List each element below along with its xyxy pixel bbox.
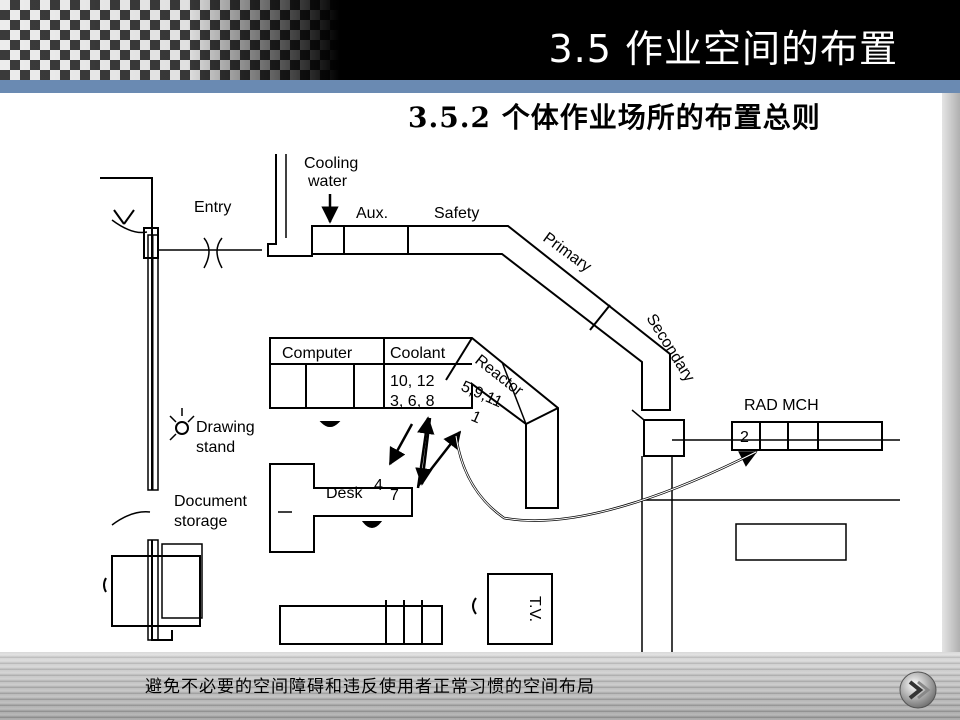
- chair-desk: [361, 521, 383, 528]
- flow-arrow-4: [415, 417, 433, 486]
- label-coolant: Coolant: [390, 345, 446, 362]
- label-entry: Entry: [194, 199, 231, 216]
- footer-caption: 避免不必要的空间障碍和违反使用者正常习惯的空间布局: [145, 677, 595, 697]
- right-partition: [641, 456, 673, 662]
- checker-fade: [0, 0, 340, 80]
- chair-central: [319, 421, 341, 427]
- header-bar: 3.5 作业空间的布置: [0, 0, 960, 80]
- label-aux: Aux.: [356, 205, 388, 222]
- central-console: [269, 337, 559, 509]
- footer-shade: [0, 652, 960, 720]
- wall-lower-left: [151, 540, 173, 641]
- wall-top-left: [100, 177, 153, 230]
- lamp-icon: [175, 421, 189, 435]
- label-stand: stand: [196, 439, 235, 456]
- cabinet: [111, 555, 201, 627]
- label-computer: Computer: [282, 345, 353, 362]
- label-tv: T.V.: [526, 596, 543, 622]
- accent-bar: [0, 80, 960, 93]
- footer-bar: [0, 652, 960, 720]
- door-swing-bottom: [111, 511, 151, 526]
- label-desk-number-4: 4: [374, 477, 383, 494]
- section-subtitle: 3.5.2 个体作业场所的布置总则: [408, 101, 821, 134]
- side-strip: [942, 93, 960, 653]
- desk: [269, 463, 413, 553]
- top-console: [311, 225, 671, 411]
- label-rad-mch: RAD MCH: [744, 397, 819, 414]
- secondary-box: [643, 419, 685, 457]
- flow-arrow-1: [388, 423, 414, 466]
- label-cooling: Cooling: [304, 155, 358, 172]
- door-swing-top: [111, 219, 148, 234]
- label-drawing: Drawing: [196, 419, 255, 436]
- label-safety: Safety: [434, 205, 479, 222]
- label-reactor-numbers-2: 1: [468, 408, 483, 427]
- label-coolant-numbers-2: 3, 6, 8: [390, 393, 435, 410]
- flow-arrow-long: [454, 435, 758, 522]
- bottom-bench: [279, 605, 443, 645]
- entry-swing: [203, 237, 223, 269]
- logo-icon: [899, 671, 937, 709]
- label-document: Document: [174, 493, 247, 510]
- tv-unit: [487, 573, 553, 645]
- label-water: water: [307, 173, 348, 190]
- label-coolant-numbers-1: 10, 12: [390, 373, 435, 390]
- floor-plan-diagram: Cooling water Entry Aux. Safety Primary …: [100, 154, 900, 662]
- label-primary: Primary: [540, 229, 595, 275]
- label-desk-number-7: 7: [390, 487, 399, 504]
- label-desk: Desk: [326, 485, 363, 502]
- right-bench: [735, 523, 847, 561]
- label-storage: storage: [174, 513, 227, 530]
- pillar: [143, 227, 159, 259]
- label-rad-number: 2: [740, 429, 749, 446]
- rad-mch-console: [731, 421, 883, 451]
- slide-title: 3.5 作业空间的布置: [548, 27, 898, 71]
